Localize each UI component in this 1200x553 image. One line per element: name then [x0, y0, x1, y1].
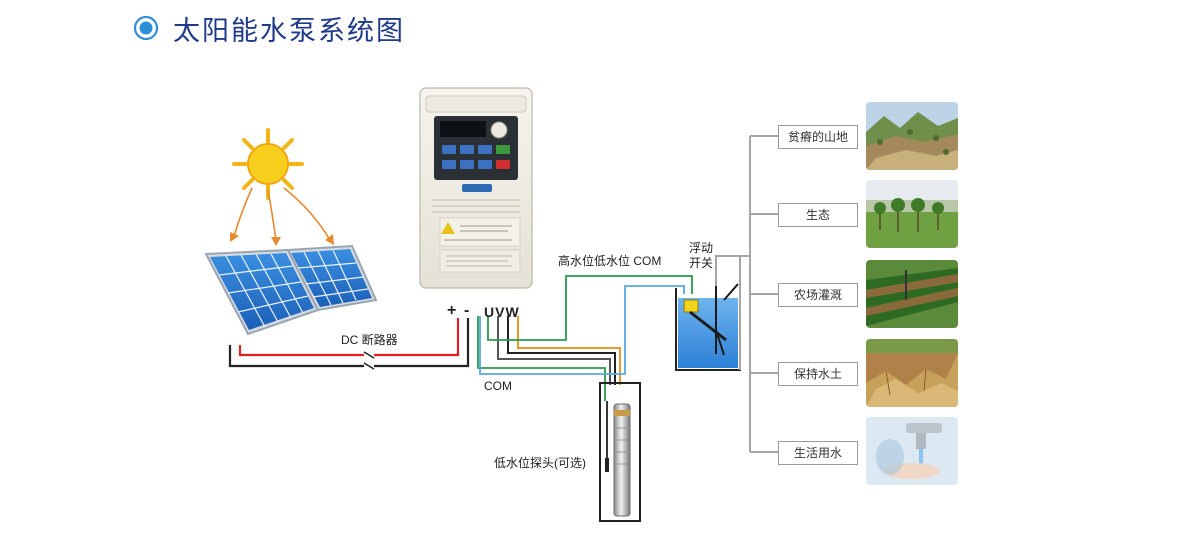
- plus-terminal-label: +: [447, 302, 457, 319]
- low-water-probe-label: 低水位探头(可选): [494, 456, 586, 470]
- dc-power-wires: [228, 318, 470, 368]
- sensor-wires: [477, 275, 693, 460]
- minus-terminal-label: -: [464, 302, 470, 319]
- application-label-domestic-water: 生活用水: [778, 441, 858, 465]
- com-label: COM: [484, 379, 512, 393]
- uvw-terminal-label: UVW: [484, 304, 520, 320]
- low-water-probe-icon: [605, 458, 609, 472]
- motor-wires: [497, 316, 621, 385]
- submersible-pump-icon: [613, 403, 631, 517]
- well-casing-icon: [599, 382, 641, 522]
- water-tap-photo-icon: [866, 417, 958, 485]
- irrigation-photo-icon: [866, 260, 958, 328]
- forest-photo-icon: [866, 180, 958, 248]
- application-label-ecology: 生态: [778, 203, 858, 227]
- soil-photo-icon: [866, 339, 958, 407]
- inverter-icon: [419, 87, 533, 289]
- sun-icon: [232, 128, 304, 200]
- application-label-mountain: 贫瘠的山地: [778, 125, 858, 149]
- dc-breaker-label: DC 断路器: [341, 333, 398, 347]
- sunlight-arrows-icon: [230, 187, 334, 246]
- level-com-label: 高水位低水位 COM: [558, 254, 662, 268]
- application-label-soil: 保持水土: [778, 362, 858, 386]
- mountain-photo-icon: [866, 102, 958, 170]
- application-label-irrigation: 农场灌溉: [778, 283, 858, 307]
- float-switch-icon: [683, 283, 739, 356]
- title-block: 太阳能水泵系统图: [133, 10, 405, 46]
- radio-bullet-icon: [133, 15, 159, 41]
- dc-breaker-icon: [363, 351, 375, 370]
- float-switch-label-line1: 浮动: [689, 241, 714, 255]
- distribution-pipe: [715, 135, 778, 453]
- solar-panel-icon: [204, 244, 378, 336]
- page-title: 太阳能水泵系统图: [173, 15, 405, 46]
- float-switch-label-line2: 开关: [689, 256, 714, 270]
